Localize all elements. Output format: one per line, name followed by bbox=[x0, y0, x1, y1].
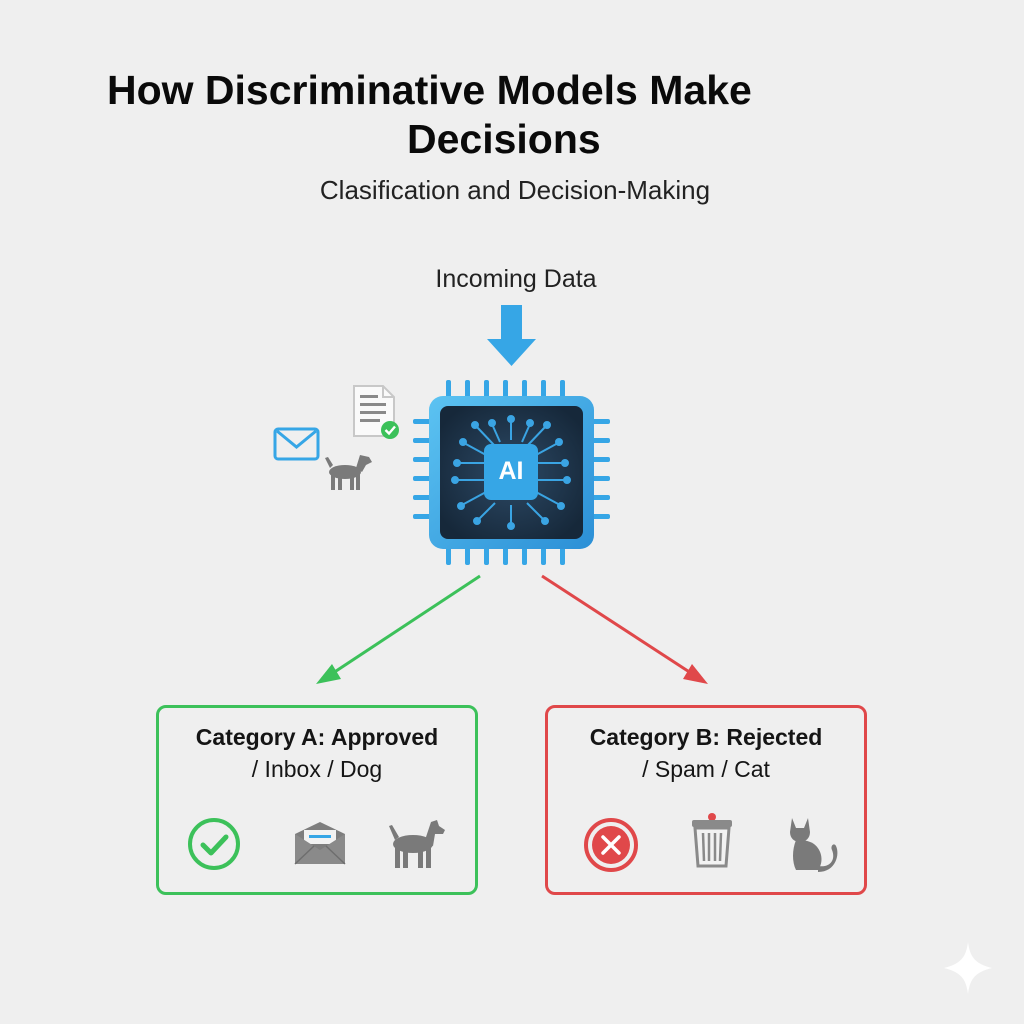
incoming-arrow bbox=[487, 305, 536, 366]
input-dog-icon bbox=[325, 455, 372, 490]
page-subtitle: Clasification and Decision-Making bbox=[319, 175, 711, 205]
document-check-icon bbox=[353, 385, 399, 439]
trash-can-icon bbox=[692, 813, 732, 868]
category-a-subtitle: / Inbox / Dog bbox=[251, 756, 383, 782]
category-b-title: Category B: Rejected bbox=[589, 724, 823, 750]
dog-icon bbox=[389, 820, 445, 868]
rejected-arrow bbox=[541, 574, 708, 684]
ai-chip-label: AI bbox=[498, 457, 524, 485]
email-icon bbox=[273, 427, 320, 461]
category-b-box: Category B: Rejected / Spam / Cat bbox=[545, 705, 867, 895]
envelope-icon bbox=[294, 822, 346, 865]
cat-icon bbox=[790, 818, 838, 872]
title-line-2: Decisions bbox=[407, 116, 601, 162]
ai-chip-icon bbox=[413, 380, 610, 565]
category-a-title: Category A: Approved bbox=[195, 724, 439, 750]
x-circle-icon bbox=[584, 818, 638, 872]
page-title: How Discriminative Models Make Decisions bbox=[90, 66, 950, 164]
approved-arrow bbox=[316, 574, 481, 684]
title-line-1: How Discriminative Models Make bbox=[107, 67, 752, 113]
sparkle-icon bbox=[944, 942, 992, 994]
incoming-data-label: Incoming Data bbox=[435, 265, 597, 293]
category-b-subtitle: / Spam / Cat bbox=[642, 756, 770, 782]
category-a-box: Category A: Approved / Inbox / Dog bbox=[156, 705, 478, 895]
check-circle-icon bbox=[188, 818, 240, 870]
